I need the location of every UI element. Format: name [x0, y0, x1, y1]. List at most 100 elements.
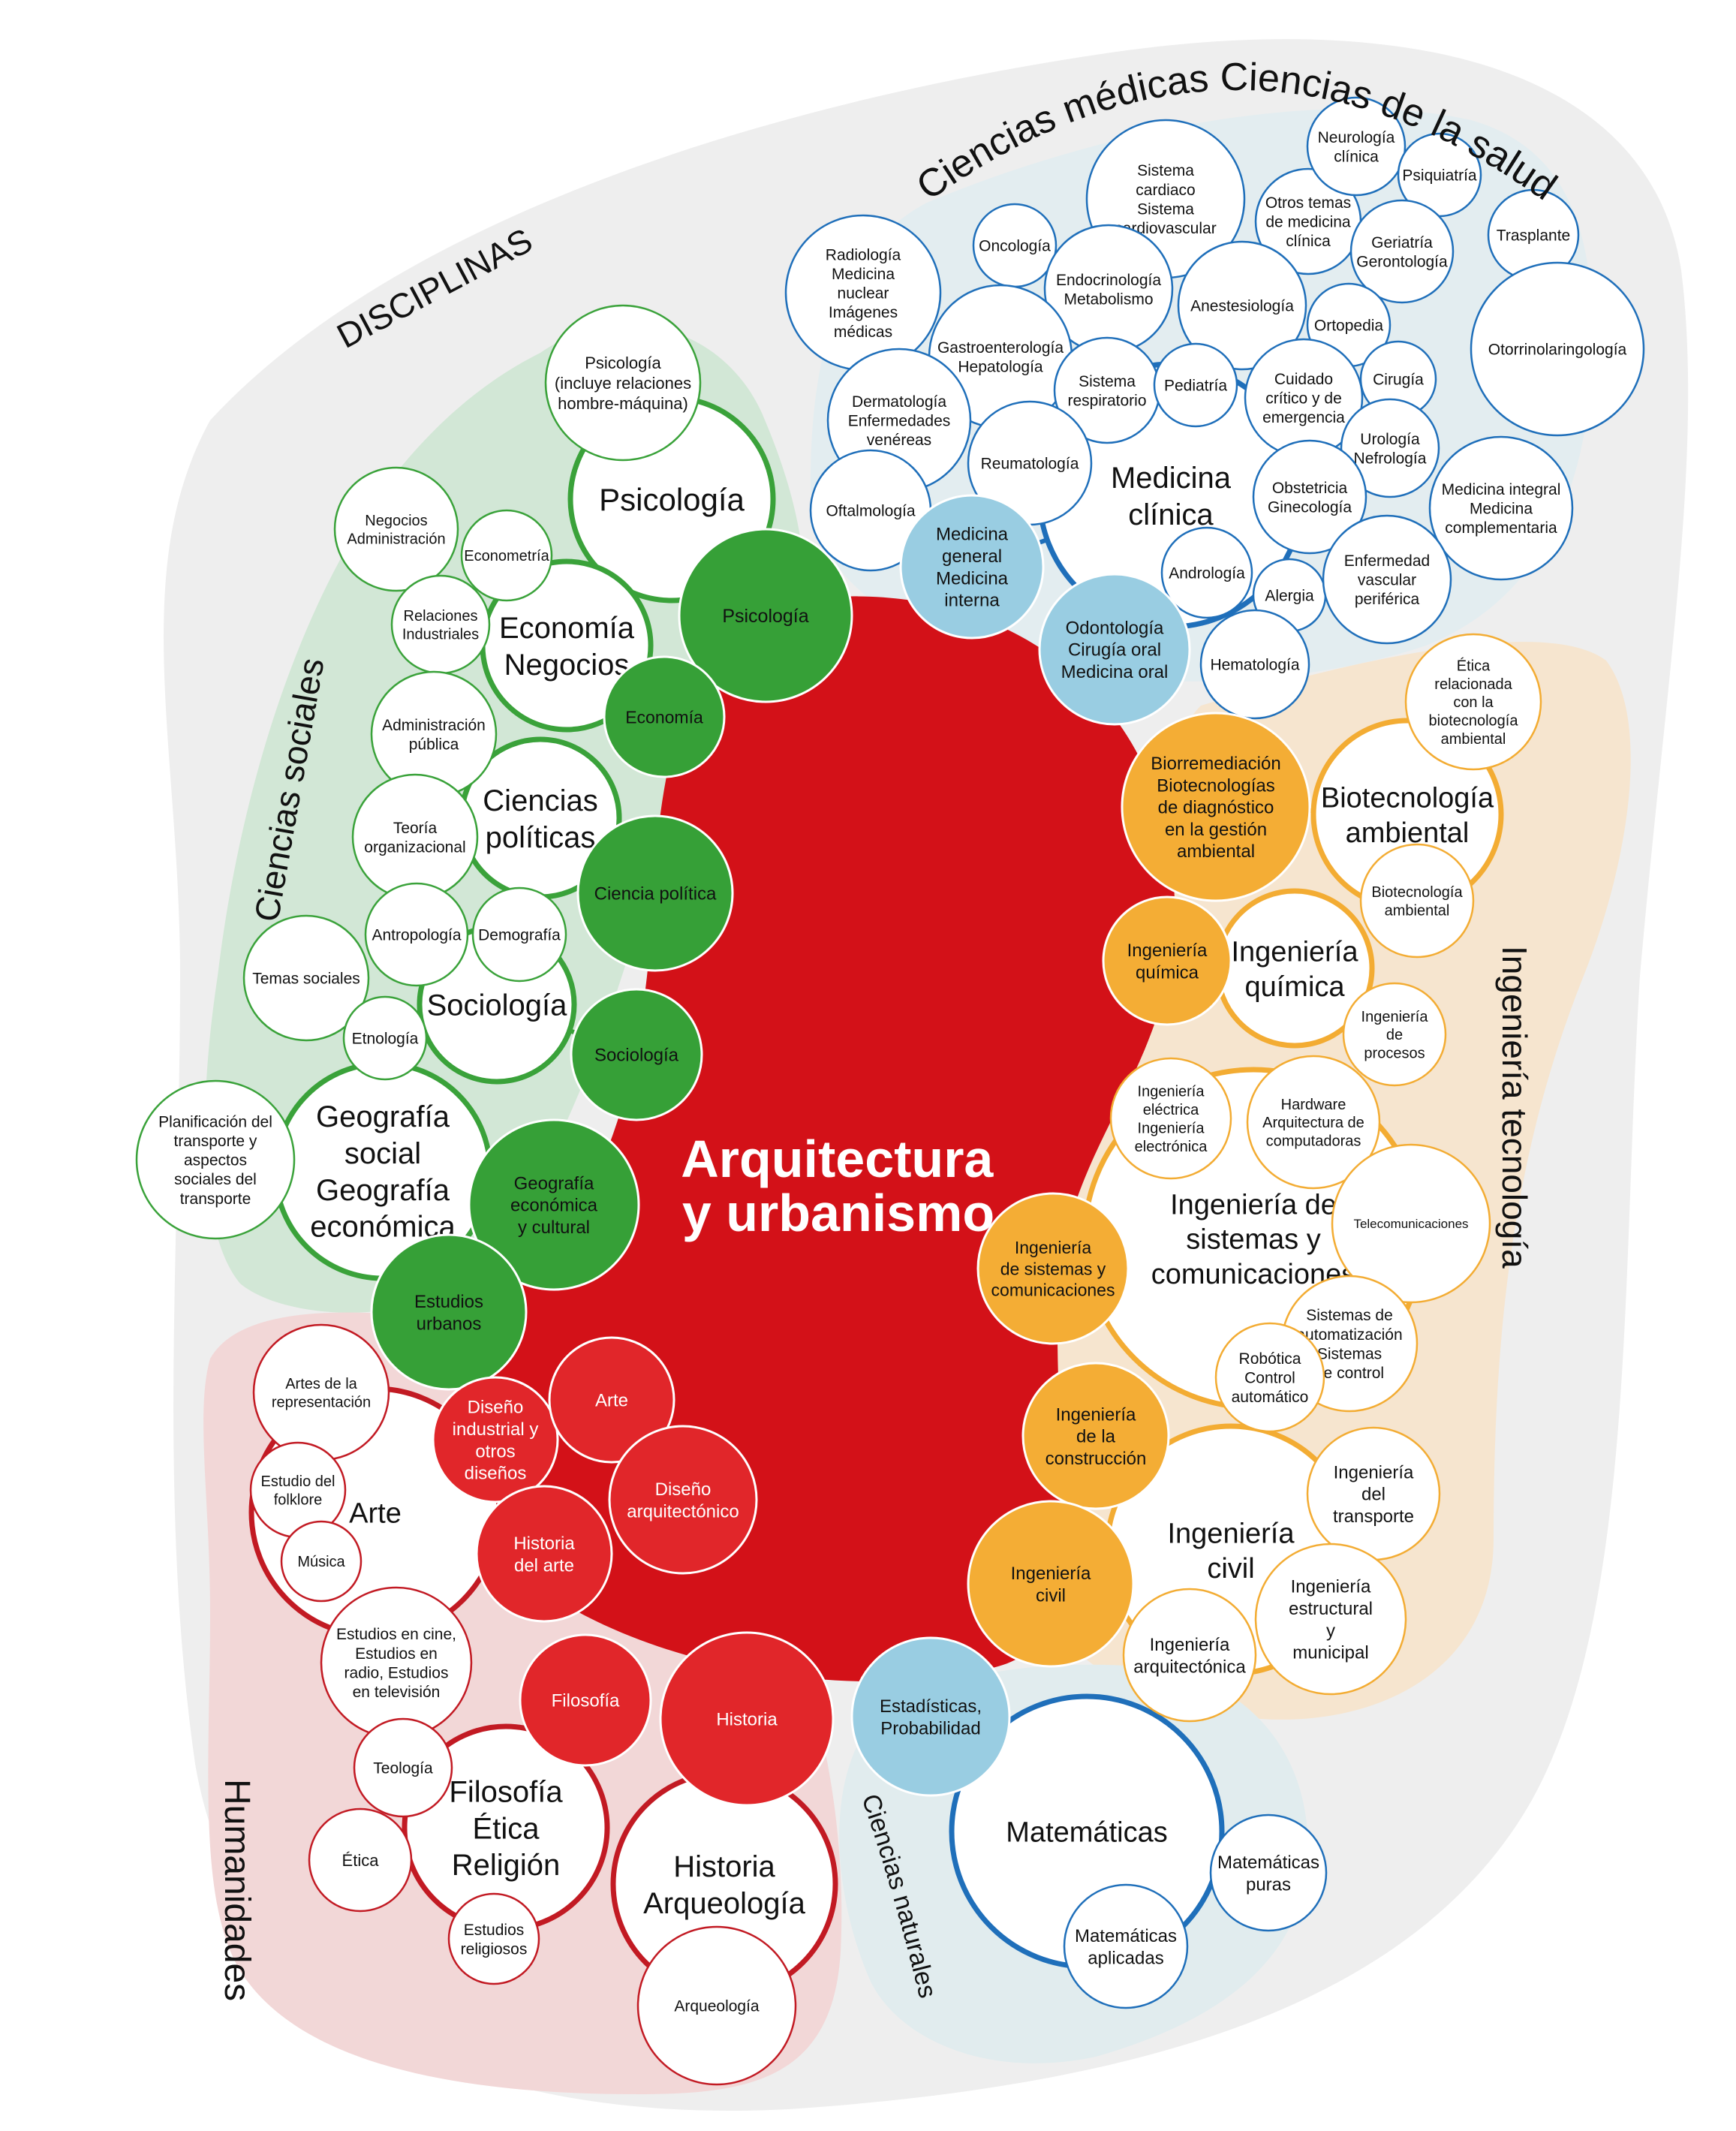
node-estad-dot: Estadísticas,Probabilidad: [850, 1636, 1011, 1797]
node-label-line: urbanos: [417, 1314, 482, 1334]
node-label-line: Teología: [373, 1760, 433, 1777]
node-label-hemato: Hematología: [1210, 657, 1299, 674]
node-label-line: Religión: [452, 1849, 561, 1882]
node-oncologia: Oncología: [972, 203, 1058, 288]
node-label-line: cardiaco: [1136, 182, 1195, 199]
node-label-line: Metabolismo: [1064, 290, 1153, 308]
node-circle-otorrino: [1470, 261, 1645, 437]
node-label-line: Ingeniería: [1011, 1564, 1091, 1584]
node-label-line: computadoras: [1266, 1133, 1361, 1150]
node-label-line: y: [1326, 1621, 1335, 1641]
node-label-line: transporte: [1333, 1506, 1414, 1527]
node-circle-est-rel: [447, 1892, 540, 1985]
node-label-line: Filosofía: [449, 1776, 563, 1809]
node-label-line: Alergia: [1265, 588, 1314, 605]
node-otorrino: Otorrinolaringología: [1470, 261, 1645, 437]
node-label-line: Oncología: [979, 238, 1051, 255]
node-label-filo-dot: Filosofía: [552, 1691, 620, 1711]
node-circle-pediatria: [1153, 342, 1238, 428]
node-label-line: Sistema: [1137, 200, 1194, 218]
node-label-line: arquitectónica: [1133, 1657, 1246, 1677]
node-label-line: transporte: [180, 1190, 251, 1208]
node-label-line: Historia: [513, 1534, 575, 1554]
node-label-line: Urología: [1360, 431, 1420, 448]
node-circle-iq-dot: [1102, 895, 1232, 1026]
node-label-line: Filosofía: [552, 1691, 620, 1711]
node-label-line: Gerontología: [1356, 253, 1448, 270]
node-circle-ie-elec: [1109, 1057, 1232, 1180]
node-label-line: políticas: [486, 821, 596, 854]
node-label-line: Nefrología: [1354, 450, 1427, 467]
node-label-line: construcción: [1046, 1449, 1147, 1469]
node-label-line: de sistemas y: [1000, 1259, 1106, 1278]
center-title-line-1: Arquitectura: [681, 1130, 994, 1188]
node-circle-diseno-ind: [432, 1376, 559, 1503]
node-antropologia: Antropología: [364, 882, 469, 987]
node-label-oftalmo: Oftalmología: [826, 503, 915, 520]
node-circle-ic-dot: [967, 1500, 1135, 1668]
node-circle-filo-dot: [519, 1633, 652, 1767]
node-label-line: procesos: [1364, 1046, 1425, 1062]
node-circle-urologia: [1340, 398, 1440, 498]
node-circle-iq-proc: [1342, 982, 1447, 1087]
node-circle-eco-dot: [603, 655, 726, 778]
node-label-line: Psiquiatría: [1402, 167, 1477, 185]
node-circle-telecom: [1331, 1143, 1491, 1304]
node-label-line: Andrología: [1169, 565, 1245, 582]
node-circle-mat-apl: [1063, 1883, 1189, 2009]
node-label-line: pública: [409, 736, 459, 753]
node-circle-temas-soc: [242, 914, 370, 1042]
node-label-line: Administración: [347, 531, 445, 547]
node-label-line: Economía: [499, 612, 635, 645]
node-label-line: vascular: [1358, 572, 1416, 589]
node-label-line: Estudios: [464, 1922, 525, 1939]
node-label-soc-dot: Sociología: [594, 1046, 679, 1066]
node-label-line: Administración: [382, 717, 486, 734]
node-label-line: aplicadas: [1088, 1948, 1163, 1968]
node-circle-arte-dot: [548, 1336, 675, 1464]
node-label-anestesio: Anestesiología: [1190, 298, 1294, 315]
node-circle-etica-bio: [1404, 633, 1542, 771]
node-label-line: civil: [1036, 1585, 1066, 1606]
node-label-econometria: Econometría: [464, 548, 549, 564]
node-label-line: comunicaciones: [991, 1280, 1115, 1299]
node-label-line: general: [942, 546, 1002, 567]
node-circle-geriatria: [1349, 199, 1455, 304]
node-circle-musica: [280, 1520, 363, 1603]
node-label-line: Hardware: [1281, 1097, 1346, 1113]
node-circle-hardware: [1246, 1055, 1381, 1190]
node-label-line: Arte: [595, 1391, 628, 1411]
node-label-arte-dot: Arte: [595, 1391, 628, 1411]
node-label-line: organizacional: [364, 838, 465, 856]
node-label-line: con la: [1453, 694, 1494, 711]
node-label-line: Música: [297, 1554, 345, 1570]
node-label-line: respiratorio: [1067, 392, 1146, 409]
node-label-line: Geografía: [514, 1173, 594, 1193]
node-label-line: Psicología: [722, 606, 808, 627]
node-label-line: (incluye relaciones: [555, 374, 691, 393]
node-circle-arqueologia: [636, 1925, 797, 2086]
center-title: Arquitectura y urbanismo: [681, 1130, 1008, 1242]
node-circle-ic-estruct: [1254, 1543, 1407, 1696]
node-label-alergia: Alergia: [1265, 588, 1314, 605]
node-circle-cine: [320, 1586, 473, 1739]
